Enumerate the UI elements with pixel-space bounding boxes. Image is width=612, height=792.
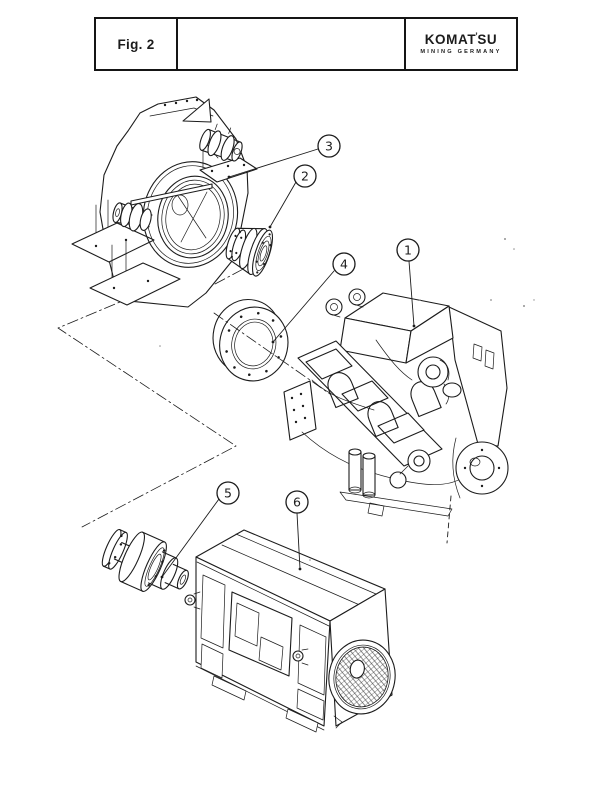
figure-label: Fig. 2 xyxy=(96,19,178,69)
callout-2: 2 xyxy=(268,164,317,229)
engine-hoops xyxy=(327,372,442,438)
paper-speckles xyxy=(159,238,535,561)
coupling-2 xyxy=(225,227,274,277)
callout-6-number: 6 xyxy=(293,495,301,510)
gearbox-input-shaft xyxy=(112,202,153,232)
logo-text-left: KOMAT xyxy=(424,32,477,48)
engine xyxy=(283,288,509,544)
ring-axis-line xyxy=(213,312,331,395)
generator-fan-grille xyxy=(328,639,396,715)
callout-4: 4 xyxy=(271,252,356,344)
callout-5-number: 5 xyxy=(224,486,232,501)
callout-4-number: 4 xyxy=(340,257,348,272)
logo-tick: ’ xyxy=(475,31,479,42)
callout-2-number: 2 xyxy=(301,169,309,184)
komatsu-logo: KOMAT’SU xyxy=(424,31,498,48)
brand-tagline: MINING GERMANY xyxy=(420,48,502,55)
gearbox-feet xyxy=(71,199,181,306)
callout-1-number: 1 xyxy=(404,243,412,258)
logo-text-right: SU xyxy=(477,32,498,48)
engine-lifting-eyes xyxy=(325,288,366,318)
engine-flywheel xyxy=(452,437,509,499)
title-block: Fig. 2 KOMAT’SU MINING GERMANY xyxy=(94,17,518,71)
callout-5: 5 xyxy=(160,481,240,579)
engine-turbo xyxy=(417,356,462,405)
gearbox-top-hub xyxy=(199,123,258,183)
adapter-ring-bolts xyxy=(225,311,283,377)
generator xyxy=(184,529,396,733)
callout-3: 3 xyxy=(227,134,341,179)
engine-filters xyxy=(348,448,376,499)
title-block-empty-cell xyxy=(178,19,406,69)
callout-1: 1 xyxy=(396,238,420,328)
callout-6: 6 xyxy=(285,490,309,571)
adapter-ring xyxy=(212,299,289,382)
callout-3-number: 3 xyxy=(325,139,333,154)
coupling-2-bolts xyxy=(229,230,272,274)
brand-cell: KOMAT’SU MINING GERMANY xyxy=(406,19,516,69)
gearbox-top-bolts xyxy=(163,98,199,107)
generator-panels xyxy=(200,574,327,721)
gearbox xyxy=(71,96,258,308)
coupling-5 xyxy=(101,528,189,593)
